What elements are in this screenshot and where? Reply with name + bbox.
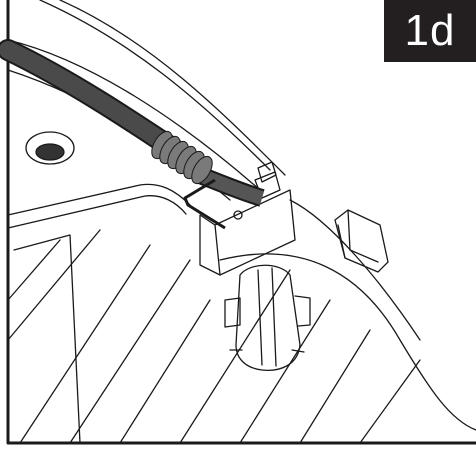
- tray-diag-1: [7, 239, 61, 301]
- housing-outline-top: [7, 39, 261, 191]
- slope-edge: [219, 253, 476, 431]
- bowden-cable: [0, 39, 265, 207]
- slope-line-2: [239, 299, 331, 444]
- cable-clip: [199, 161, 296, 276]
- wire-hook: [183, 178, 226, 230]
- tray-diag-4: [69, 259, 191, 444]
- tray-diag-2: [7, 229, 101, 341]
- frame-border: [6, 0, 476, 445]
- tray-edge: [7, 183, 191, 216]
- slotted-bracket: [224, 264, 311, 371]
- latch-tab: [334, 209, 389, 273]
- coil-spring: [151, 130, 213, 185]
- slope-edge-2: [289, 199, 421, 341]
- slope-line-1: [179, 269, 291, 444]
- tray-diag-3: [19, 244, 151, 444]
- tray-diag-5: [119, 299, 211, 444]
- step-label: 1d: [384, 0, 476, 62]
- mounting-hole: [25, 131, 75, 165]
- tray-edge-2: [7, 195, 187, 229]
- housing-curve-1: [39, 0, 271, 171]
- housing-curve-2: [59, 0, 286, 176]
- tray-inner: [13, 234, 81, 444]
- slope-line-4: [359, 359, 421, 444]
- slope-line-3: [299, 329, 371, 444]
